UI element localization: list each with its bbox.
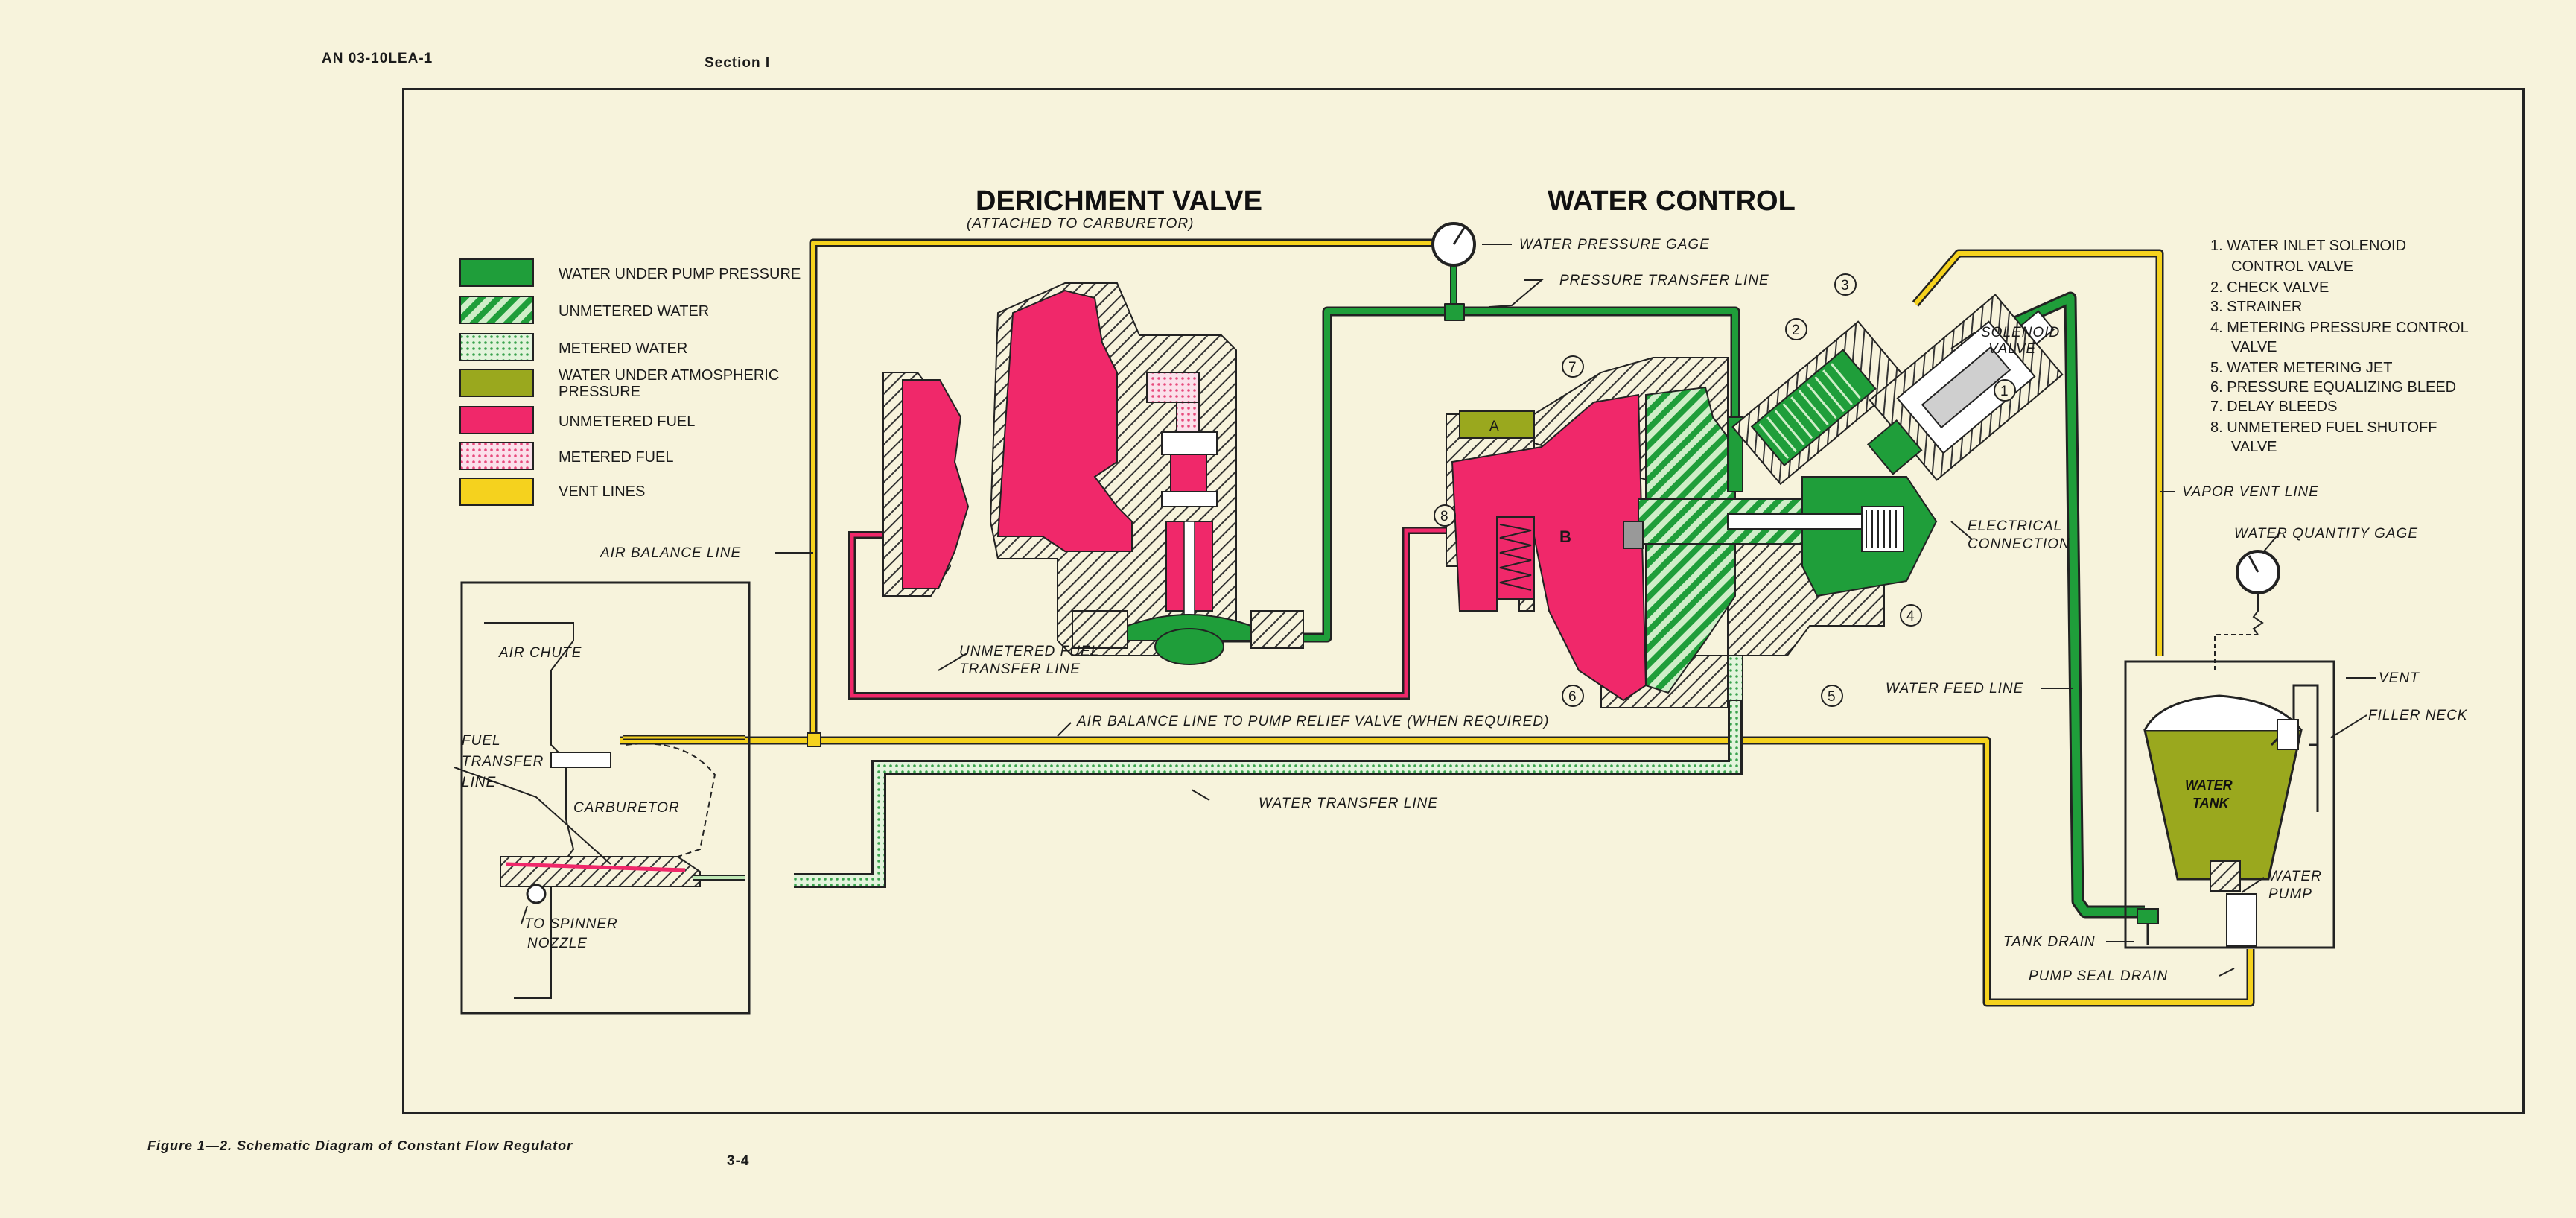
marker-7: 7 [1568,360,1577,375]
parts-list-item: 8. UNMETERED FUEL SHUTOFF [2210,419,2437,436]
legend-swatch-unmetered-water [459,296,534,324]
marker-6: 6 [1568,689,1577,705]
water-pump-label: WATER [2268,869,2322,884]
water-transfer-line [794,693,1743,888]
doc-id: AN 03-10LEA-1 [322,51,433,66]
legend-swatch-water-pump [459,258,534,287]
water-quantity-gage-label: WATER QUANTITY GAGE [2234,526,2418,542]
legend-label: VENT LINES [559,483,645,500]
unmetered-fuel-transfer-label: TRANSFER LINE [959,662,1081,677]
fuel-transfer-line-label: LINE [462,775,496,790]
marker-3: 3 [1841,278,1849,294]
parts-list-item: VALVE [2231,439,2277,455]
parts-list-item: 3. STRAINER [2210,299,2302,315]
filler-neck-label: FILLER NECK [2368,708,2468,723]
water-pump-label: PUMP [2268,886,2312,902]
legend-label: WATER UNDER PUMP PRESSURE [559,266,801,282]
electrical-connection-label: ELECTRICAL [1968,518,2062,534]
legend-swatch-metered-water [459,333,534,361]
derichment-valve-subtitle: (ATTACHED TO CARBURETOR) [967,216,1195,232]
water-tank-assembly [2124,660,2335,949]
spinner-nozzle-label: NOZZLE [527,936,588,951]
marker-8: 8 [1440,509,1448,524]
legend-swatch-metered-fuel [459,442,534,470]
vent-label: VENT [2379,670,2420,686]
parts-list-item: 1. WATER INLET SOLENOID [2210,238,2406,254]
legend-label: PRESSURE [559,384,640,400]
page-number: 3-4 [727,1153,750,1169]
marker-5: 5 [1828,689,1836,705]
water-tank-label: WATER [2185,778,2233,793]
solenoid-valve-label: VALVE [1988,341,2036,357]
water-tank-label: TANK [2192,796,2230,811]
parts-list-item: 4. METERING PRESSURE CONTROL [2210,320,2469,336]
parts-list-item: 2. CHECK VALVE [2210,279,2329,296]
water-control-title: WATER CONTROL [1548,185,1796,217]
tank-drain-label: TANK DRAIN [2003,934,2096,950]
legend-label: UNMETERED FUEL [559,413,695,430]
parts-list-item: 7. DELAY BLEEDS [2210,399,2337,415]
legend: WATER UNDER PUMP PRESSURE UNMETERED WATE… [459,258,801,506]
legend-swatch-unmetered-fuel [459,406,534,434]
diagram-frame [402,88,2525,1114]
marker-1: 1 [2000,384,2009,399]
spinner-nozzle-label: TO SPINNER [524,916,618,932]
water-pressure-gage [1431,222,1476,267]
pump-seal-drain-label: PUMP SEAL DRAIN [2029,968,2168,984]
water-pressure-gage-label: WATER PRESSURE GAGE [1519,237,1710,253]
derichment-valve-title: DERICHMENT VALVE [976,185,1262,217]
water-transfer-line-label: WATER TRANSFER LINE [1259,796,1438,811]
marker-2: 2 [1792,323,1800,338]
parts-list-item: 6. PRESSURE EQUALIZING BLEED [2210,379,2456,396]
chamber-a-label: A [1489,419,1499,434]
fuel-transfer-line-label: TRANSFER [462,754,544,770]
parts-list: 1. WATER INLET SOLENOID CONTROL VALVE 2.… [2210,238,2469,455]
water-feed-line-label: WATER FEED LINE [1886,681,2023,697]
parts-list-item: VALVE [2231,339,2277,355]
air-balance-lines [620,238,2255,1007]
section-label: Section I [705,55,771,71]
legend-label: UNMETERED WATER [559,303,709,320]
legend-label: METERED WATER [559,340,687,357]
chamber-b-label: B [1559,527,1571,546]
unmetered-fuel-transfer-line [848,527,1475,700]
marker-4: 4 [1906,609,1915,624]
air-chute-label: AIR CHUTE [498,645,582,661]
water-quantity-gage [2214,550,2280,670]
callout-leaders [454,244,2376,977]
derichment-valve [882,282,1304,665]
air-balance-pump-label: AIR BALANCE LINE TO PUMP RELIEF VALVE (W… [1076,714,1549,729]
parts-list-item: 5. WATER METERING JET [2210,360,2392,376]
legend-swatch-water-atmos [459,369,534,397]
fuel-transfer-line-label: FUEL [462,733,501,749]
air-balance-line-label: AIR BALANCE LINE [600,545,741,561]
pressure-transfer-line-label: PRESSURE TRANSFER LINE [1559,273,1769,288]
vapor-vent-line-label: VAPOR VENT LINE [2182,484,2319,500]
solenoid-valve-label: SOLENOID [1981,325,2060,340]
parts-list-item: CONTROL VALVE [2231,258,2353,275]
electrical-connection-label: CONNECTION [1968,536,2070,552]
carburetor-label: CARBURETOR [573,800,680,816]
legend-swatch-vent [459,478,534,506]
figure-caption: Figure 1—2. Schematic Diagram of Constan… [147,1138,573,1153]
carburetor-inset [460,581,751,1015]
legend-label: METERED FUEL [559,449,673,466]
water-control-unit: A B [1446,294,2064,708]
unmetered-fuel-transfer-label: UNMETERED FUEL [959,644,1099,659]
callout-labels: WATER PRESSURE GAGE PRESSURE TRANSFER LI… [462,237,2468,984]
legend-label: WATER UNDER ATMOSPHERIC [559,367,779,384]
numbered-markers: 1 2 3 4 5 6 7 8 [1434,273,2016,707]
